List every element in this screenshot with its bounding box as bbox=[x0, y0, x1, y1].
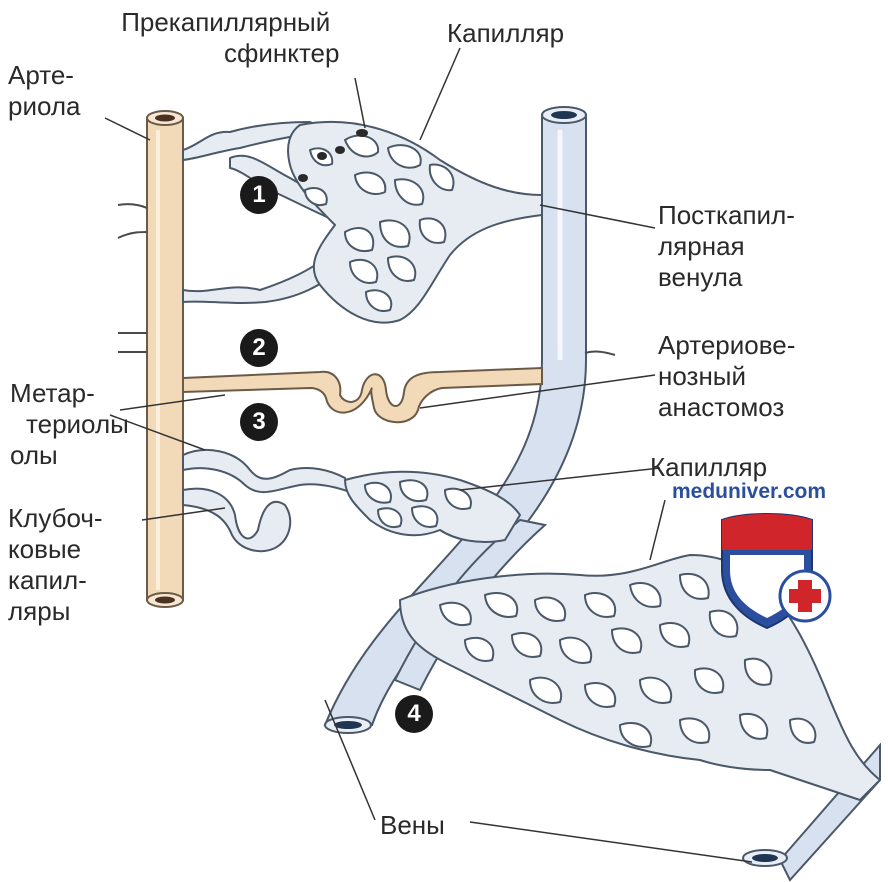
marker-2: 2 bbox=[240, 329, 278, 367]
capillary-network-1 bbox=[182, 120, 543, 324]
label-arteriole: Арте- риола bbox=[8, 60, 81, 121]
marker-1: 1 bbox=[240, 176, 278, 214]
leader-lines bbox=[104, 47, 753, 863]
arteriole bbox=[146, 110, 184, 608]
label-metarterioles: Метар- териолы олы bbox=[10, 378, 129, 470]
main-vein bbox=[323, 106, 587, 734]
side-vessels-left bbox=[117, 203, 616, 356]
label-av-anastomosis: Артериове- нозный анастомоз bbox=[658, 330, 796, 422]
label-capillary-top: Капилляр bbox=[447, 18, 565, 48]
thoroughfare-channel-2 bbox=[182, 366, 543, 424]
meduniver-shield-logo bbox=[721, 513, 832, 630]
label-glomerular-capillaries: Клубоч- ковые капил- ляры bbox=[8, 503, 103, 626]
label-precapillary-sphincter: Прекапиллярный сфинктер bbox=[121, 7, 340, 68]
label-postcapillary-venule: Посткапил- лярная венула bbox=[658, 200, 795, 292]
label-capillary-bottom: Капилляр bbox=[650, 452, 768, 482]
marker-4: 4 bbox=[395, 695, 433, 733]
marker-3: 3 bbox=[240, 403, 278, 441]
label-veins: Вены bbox=[380, 810, 445, 840]
brand-text: meduniver.com bbox=[672, 480, 827, 503]
